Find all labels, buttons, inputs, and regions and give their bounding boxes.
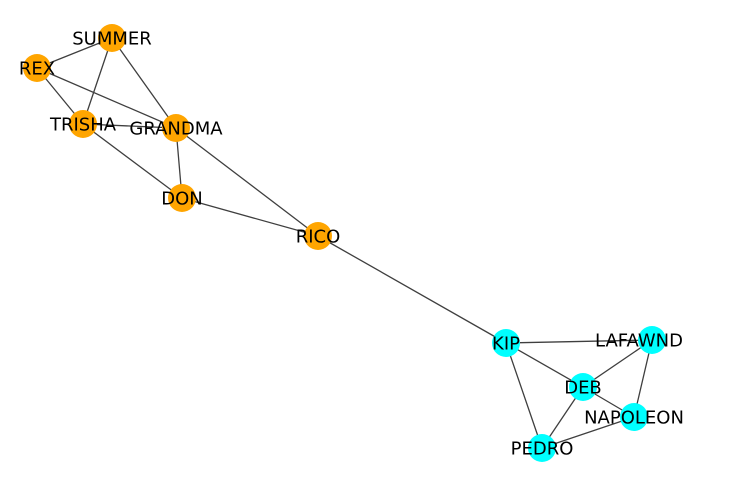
edges-layer	[36, 37, 653, 449]
node-label-don: DON	[161, 188, 203, 209]
nodes-layer	[23, 24, 666, 462]
edge-don-rico	[181, 197, 319, 237]
node-rico	[304, 222, 332, 250]
edge-summer-grandma	[111, 37, 177, 129]
node-label-lafawnd: LAFAWND	[595, 330, 683, 351]
edge-rico-kip	[317, 235, 507, 344]
node-label-grandma: GRANDMA	[129, 118, 223, 139]
node-deb	[569, 373, 597, 401]
node-napoleon	[620, 403, 648, 431]
edge-kip-deb	[505, 342, 584, 388]
node-label-napoleon: NAPOLEON	[584, 407, 684, 428]
node-label-rex: REX	[19, 58, 55, 79]
node-grandma	[162, 114, 190, 142]
node-label-kip: KIP	[492, 333, 520, 354]
node-label-summer: SUMMER	[72, 28, 152, 49]
node-don	[168, 184, 196, 212]
edge-trisha-grandma	[82, 123, 177, 129]
node-pedro	[528, 434, 556, 462]
edge-summer-trisha	[82, 37, 113, 125]
labels-layer: SUMMER REX TRISHA GRANDMA DON RICO KIP LAFAWND D…	[19, 28, 684, 459]
node-rex	[23, 54, 51, 82]
node-label-deb: DEB	[564, 377, 602, 398]
node-summer	[98, 24, 126, 52]
node-label-trisha: TRISHA	[49, 114, 117, 135]
edge-grandma-rico	[175, 127, 319, 237]
node-label-pedro: PEDRO	[511, 438, 574, 459]
edge-kip-pedro	[505, 342, 543, 449]
node-label-rico: RICO	[296, 226, 341, 247]
node-lafawnd	[638, 326, 666, 354]
edge-rex-grandma	[36, 67, 177, 129]
edge-trisha-don	[82, 123, 183, 199]
edge-napoleon-pedro	[541, 416, 635, 449]
node-kip	[492, 329, 520, 357]
node-trisha	[69, 110, 97, 138]
edge-kip-lafawnd	[505, 339, 653, 344]
